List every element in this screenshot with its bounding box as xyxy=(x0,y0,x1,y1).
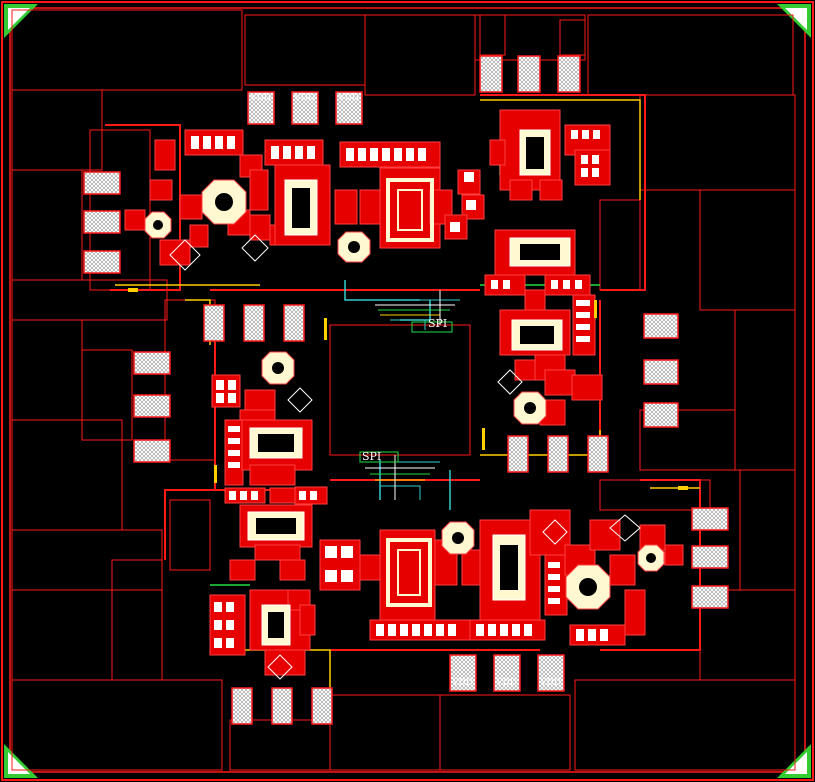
pad-vdd-3 xyxy=(335,91,363,125)
ring-cores xyxy=(153,193,656,596)
bond-pads xyxy=(83,55,729,725)
vdd-label: VDD xyxy=(495,678,517,688)
pad-vdd-6 xyxy=(537,654,565,692)
vdd-label: VDD xyxy=(337,93,359,103)
spi-label-bottom: SPI xyxy=(362,450,381,463)
pad-vdd-5 xyxy=(493,654,521,692)
pad-vdd-labels: VDD VDD VDD VDD VDD VDD xyxy=(249,93,561,688)
spi-bus-top xyxy=(375,290,460,333)
vdd-label: VDD xyxy=(293,93,315,103)
pad-vdd-4 xyxy=(449,654,477,692)
vdd-label: VDD xyxy=(249,93,271,103)
seal-ring-inner xyxy=(9,7,806,773)
vdd-label: VDD xyxy=(451,678,473,688)
spi-label-top: SPI xyxy=(428,317,447,330)
transistor-diamonds xyxy=(169,234,641,680)
inductor-cores xyxy=(256,137,560,638)
corner-mark-top-right xyxy=(777,4,811,38)
pad-vdd-1 xyxy=(247,91,275,125)
spi-bus-bottom xyxy=(359,451,440,500)
pad-vdd-2 xyxy=(291,91,319,125)
vdd-label: VDD xyxy=(539,678,561,688)
mim-capacitors xyxy=(191,130,608,648)
orientation-markers xyxy=(128,288,688,490)
